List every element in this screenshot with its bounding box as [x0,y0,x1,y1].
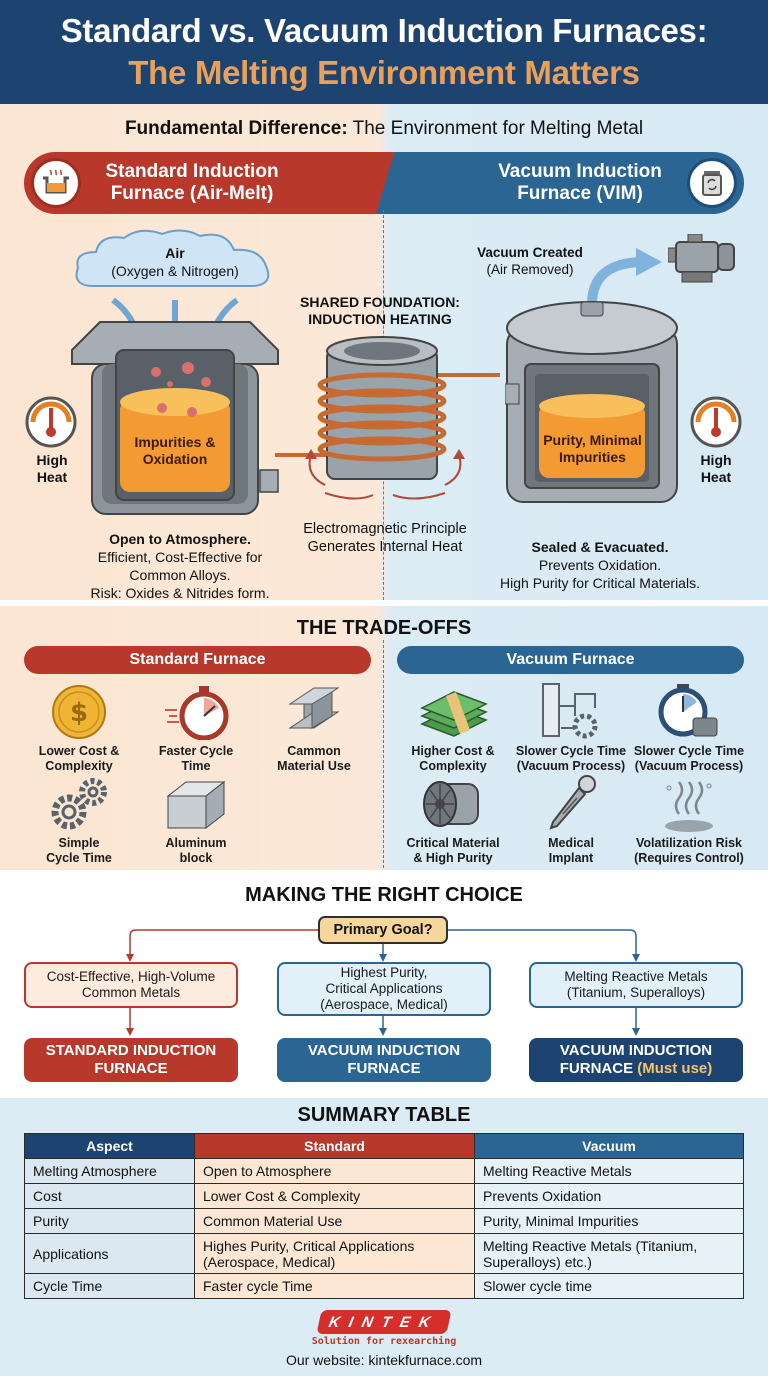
vacuum-created-label: Vacuum Created(Air Removed) [477,245,583,277]
air-cloud-label: Air(Oxygen & Nitrogen) [111,245,239,279]
tradeoff-item: $ Lower Cost &Complexity [19,682,139,774]
tradeoff-item: Critical Material& High Purity [393,774,513,866]
crucible-icon [31,158,81,208]
tradeoff-item: Slower Cycle Time(Vacuum Process) [629,682,749,774]
standard-furnace-pill: Standard Furnace [24,646,371,674]
table-row: Cost Lower Cost & Complexity Prevents Ox… [24,1183,744,1209]
primary-goal-box: Primary Goal? [318,916,448,944]
vacuum-banner [376,152,744,214]
vacuum-flow-arrow-icon [587,248,662,305]
vacuum-chamber-icon [687,158,737,208]
vacuum-system-icon [511,682,631,740]
vapor-icon [629,774,749,832]
tradeoff-item: Volatilization Risk(Requires Control) [629,774,749,866]
standard-banner [24,152,396,214]
dollar-coin-icon: $ [19,682,139,740]
title-line-1: Standard vs. Vacuum Induction Furnaces: [60,12,708,49]
vacuum-pump-icon [668,234,735,283]
table-row: Applications Highes Purity, Critical App… [24,1233,744,1274]
fundamental-title: Fundamental Difference: The Environment … [124,118,644,139]
logo-tagline: Solution for rexearching [311,1336,457,1347]
header: Standard vs. Vacuum Induction Furnaces: … [0,0,768,104]
standard-caption: Open to Atmosphere. Efficient, Cost-Effe… [90,531,270,601]
tradeoffs-title: THE TRADE-OFFS [296,617,472,639]
column-header-aspect: Aspect [24,1133,195,1159]
medical-implant-icon [511,774,631,832]
table-row: Purity Common Material Use Purity, Minim… [24,1208,744,1234]
jet-engine-icon [393,774,513,832]
option-highest-purity: Highest Purity,Critical Applications(Aer… [277,962,491,1016]
money-stack-icon [393,682,513,740]
choice-title: MAKING THE RIGHT CHOICE [245,884,523,906]
column-header-vacuum: Vacuum [474,1133,744,1159]
temperature-gauge-icon [690,396,742,448]
section-separator [0,600,768,606]
tradeoffs-divider [383,640,384,868]
steel-beam-icon [254,682,374,740]
title-line-2: The Melting Environment Matters [128,54,640,91]
shared-foundation-label: SHARED FOUNDATION:INDUCTION HEATING [300,294,460,327]
aluminum-block-icon [136,774,256,832]
temperature-gauge-icon [25,396,77,448]
table-row: Melting Atmosphere Open to Atmosphere Me… [24,1158,744,1184]
website-link[interactable]: Our website: kintekfurnace.com [285,1352,483,1368]
vacuum-furnace-illustration [505,301,678,503]
option-reactive-metals: Melting Reactive Metals(Titanium, Supera… [529,962,743,1008]
standard-melt-label: Impurities &Oxidation [134,434,216,467]
induction-coil-illustration [275,336,500,500]
standard-furnace-illustration [71,321,279,515]
vacuum-caption: Sealed & Evacuated. Prevents Oxidation. … [500,539,700,591]
svg-text:$: $ [70,698,88,728]
summary-table: Aspect Standard Vacuum Melting Atmospher… [24,1133,744,1299]
table-row: Cycle Time Faster cycle Time Slower cycl… [24,1273,744,1299]
column-header-standard: Standard [194,1133,475,1159]
stopwatch-icon [136,682,256,740]
decision-connectors [126,929,640,1036]
summary-title: SUMMARY TABLE [297,1104,471,1126]
kintek-logo: KINTEK [316,1310,452,1334]
air-cloud-icon [75,229,270,287]
stopwatch-pump-icon [629,682,749,740]
gears-icon [19,774,139,832]
vacuum-furnace-pill: Vacuum Furnace [397,646,744,674]
tradeoff-item: Higher Cost &Complexity [393,682,513,774]
tradeoff-item: Slower Cycle Time(Vacuum Process) [511,682,631,774]
